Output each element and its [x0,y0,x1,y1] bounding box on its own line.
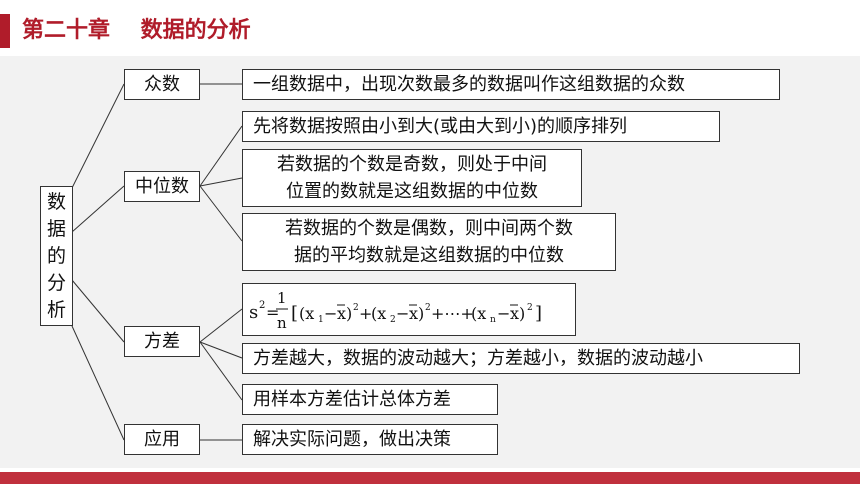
median-step: 先将数据按照由小到大(或由大到小)的顺序排列 [242,111,720,142]
svg-text:x: x [510,304,519,323]
svg-text:x: x [409,304,418,323]
svg-text:s: s [249,302,258,323]
svg-text:−: − [497,304,510,323]
svg-text:1: 1 [318,315,324,325]
svg-text:): ) [418,304,424,323]
svg-text:−: − [324,304,337,323]
svg-text:n: n [490,315,496,325]
variance-formula: s 2 = 1 n [ (x 1 − x ) 2 + (x 2 − x ) 2 … [242,283,576,336]
svg-text:2: 2 [527,303,533,313]
page-title: 第二十章 数据的分析 [22,14,251,48]
topic-label: 数据的分析 [140,18,251,43]
mode-definition: 一组数据中，出现次数最多的数据叫作这组数据的众数 [242,69,780,100]
median-even: 若数据的个数是偶数，则中间两个数 据的平均数就是这组数据的中位数 [242,213,616,271]
svg-text:+: + [359,304,372,323]
svg-text:−: − [396,304,409,323]
svg-text:=: = [266,303,279,322]
variance-estimate: 用样本方差估计总体方差 [242,384,498,415]
chapter-label: 第二十章 [22,18,111,43]
svg-text:1: 1 [277,289,287,307]
svg-text:2: 2 [353,303,359,313]
svg-text:): ) [519,304,525,323]
svg-text:(x: (x [471,304,486,323]
svg-text:2: 2 [390,315,396,325]
median-odd: 若数据的个数是奇数，则处于中间 位置的数就是这组数据的中位数 [242,149,582,207]
svg-text:2: 2 [259,300,265,311]
median-odd-line: 若数据的个数是奇数，则处于中间 [277,154,547,175]
mode-definition-text: 一组数据中，出现次数最多的数据叫作这组数据的众数 [253,74,685,95]
root-char: 的 [46,244,66,267]
median-odd-line: 位置的数就是这组数据的中位数 [286,181,538,202]
svg-text:x: x [337,304,346,323]
header-accent [0,14,10,48]
svg-text:n: n [277,314,287,332]
svg-text:(x: (x [371,304,386,323]
application-text: 解决实际问题，做出决策 [253,429,451,450]
root-char: 析 [46,298,66,321]
root-char: 分 [46,271,66,294]
root-char: 数 [46,190,66,213]
median-step-text: 先将数据按照由小到大(或由大到小)的顺序排列 [253,116,628,137]
node-variance: 方差 [124,326,200,357]
root-char: 据 [46,217,66,240]
node-mode: 众数 [124,69,200,100]
variance-meaning: 方差越大，数据的波动越大；方差越小，数据的波动越小 [242,343,800,374]
svg-text:2: 2 [425,303,431,313]
svg-text:): ) [346,304,352,323]
median-even-line: 据的平均数就是这组数据的中位数 [294,245,564,266]
svg-text:+⋯+: +⋯+ [431,304,474,323]
variance-meaning-text: 方差越大，数据的波动越大；方差越小，数据的波动越小 [253,348,703,369]
variance-estimate-text: 用样本方差估计总体方差 [253,389,451,410]
node-median: 中位数 [124,171,200,202]
node-application: 应用 [124,424,200,455]
node-mode-label: 众数 [144,74,180,95]
svg-text:[: [ [291,303,298,324]
svg-text:(x: (x [299,304,314,323]
variance-formula-graphic: s 2 = 1 n [ (x 1 − x ) 2 + (x 2 − x ) 2 … [249,289,542,332]
node-application-label: 应用 [144,429,180,450]
node-variance-label: 方差 [144,331,180,352]
svg-text:]: ] [535,303,542,324]
median-even-line: 若数据的个数是偶数，则中间两个数 [285,218,573,239]
node-median-label: 中位数 [135,176,189,197]
root-node: 数 据 的 分 析 [40,186,73,326]
header [0,0,860,56]
application-text-box: 解决实际问题，做出决策 [242,424,498,455]
bottom-bar [0,472,860,484]
